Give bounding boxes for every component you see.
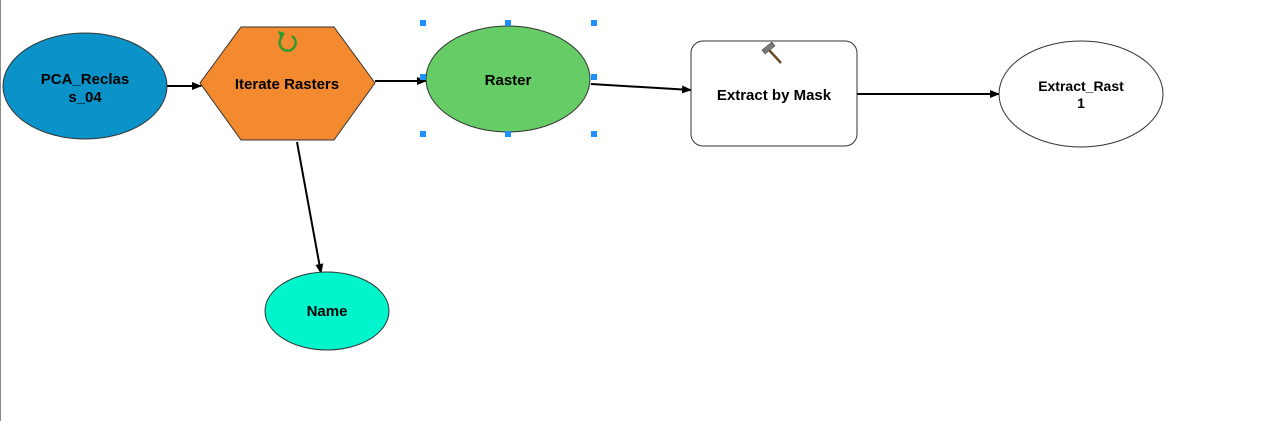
node-extract-by-mask[interactable]: Extract by Mask [690,40,858,147]
node-input-raster[interactable]: PCA_Reclas s_04 [2,32,168,140]
node-input-raster-shape [2,32,168,140]
selection-handle-top-left[interactable] [420,20,426,26]
selection-handle-bottom-left[interactable] [420,131,426,137]
node-input-raster-label-line2: s_04 [68,89,102,106]
selection-handle-top-center[interactable] [505,20,511,26]
node-name-label: Name [307,303,348,320]
node-extract-by-mask-label: Extract by Mask [717,87,832,104]
selection-handles[interactable] [420,20,597,137]
connector-iterator-to-name[interactable] [296,141,324,274]
node-output-raster-label-line1: Extract_Rast [1038,78,1124,94]
node-output-raster[interactable]: Extract_Rast 1 [998,40,1164,148]
selection-handle-top-right[interactable] [591,20,597,26]
node-extract-by-mask-shape [690,40,858,147]
node-iterate-rasters-label: Iterate Rasters [235,76,339,93]
iterate-icon [278,31,297,52]
node-output-raster-label-line2: 1 [1077,95,1085,111]
node-raster-label: Raster [485,72,532,89]
node-name[interactable]: Name [264,271,390,351]
hammer-icon [761,41,782,64]
node-input-raster-label-line1: PCA_Reclas [41,71,129,88]
node-name-shape [264,271,390,351]
node-iterate-rasters[interactable]: Iterate Rasters [199,26,376,141]
selection-handle-bottom-right[interactable] [591,131,597,137]
selection-handle-middle-left[interactable] [420,74,426,80]
node-raster[interactable]: Raster [420,20,597,137]
connector-raster-to-tool[interactable] [590,83,692,94]
node-iterate-rasters-shape [199,26,376,141]
node-output-raster-shape [998,40,1164,148]
selection-handle-middle-right[interactable] [591,74,597,80]
selection-handle-bottom-center[interactable] [505,131,511,137]
